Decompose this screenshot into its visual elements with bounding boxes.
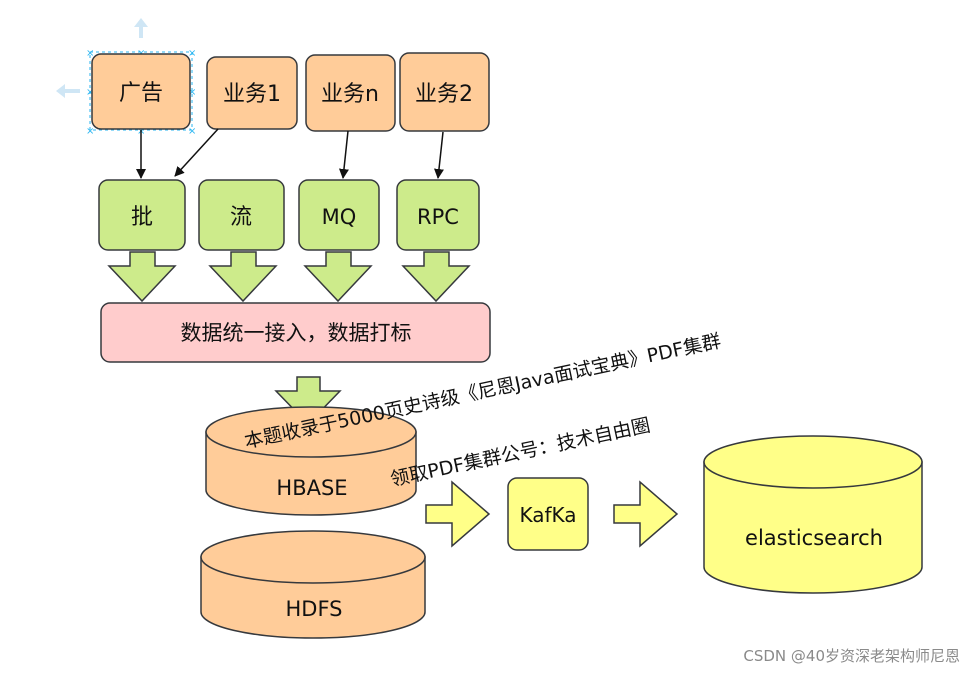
- edge-bizn-mq[interactable]: [338, 130, 349, 179]
- svg-text:×: ×: [86, 126, 94, 137]
- elasticsearch-label: elasticsearch: [745, 526, 883, 550]
- source-bizn-label: 业务n: [321, 82, 379, 107]
- hdfs-cylinder[interactable]: HDFS: [200, 530, 426, 639]
- right-arrow-kafka-icon: [425, 480, 491, 548]
- channel-mq-label: MQ: [322, 205, 357, 229]
- edge-biz1-batch[interactable]: [174, 128, 219, 177]
- edge-biz2-rpc[interactable]: [434, 131, 444, 179]
- channel-batch-label: 批: [131, 205, 153, 230]
- down-arrow-rpc-icon: [401, 251, 471, 303]
- down-arrow-stream-icon: [208, 251, 278, 303]
- svg-text:×: ×: [188, 48, 196, 59]
- source-biz1-label: 业务1: [223, 82, 281, 107]
- right-arrow-es-icon: [613, 480, 679, 548]
- source-biz2[interactable]: 业务2: [399, 52, 490, 132]
- connect-arrow-left-icon[interactable]: [56, 84, 80, 98]
- channel-stream-label: 流: [230, 205, 252, 230]
- source-biz1[interactable]: 业务1: [206, 56, 298, 130]
- down-arrow-mq-icon: [303, 251, 373, 303]
- kafka-box[interactable]: KafKa: [507, 477, 589, 551]
- down-arrow-batch-icon: [107, 251, 177, 303]
- channel-mq[interactable]: MQ: [298, 179, 380, 251]
- source-bizn[interactable]: 业务n: [305, 54, 396, 132]
- svg-text:×: ×: [188, 126, 196, 137]
- source-ad[interactable]: 广告: [91, 53, 191, 130]
- elasticsearch-cylinder[interactable]: elasticsearch: [703, 435, 923, 594]
- csdn-credit: CSDN @40岁资深老架构师尼恩: [743, 647, 960, 665]
- source-biz2-label: 业务2: [415, 82, 473, 107]
- ingest-label: 数据统一接入，数据打标: [181, 321, 412, 345]
- source-ad-label: 广告: [119, 81, 163, 106]
- kafka-label: KafKa: [519, 503, 576, 527]
- hbase-label: HBASE: [276, 476, 347, 500]
- svg-text:×: ×: [188, 87, 196, 98]
- svg-text:×: ×: [86, 48, 94, 59]
- ingest-box[interactable]: 数据统一接入，数据打标: [100, 302, 491, 363]
- hdfs-label: HDFS: [285, 597, 342, 621]
- svg-text:×: ×: [86, 87, 94, 98]
- channel-rpc-label: RPC: [417, 205, 459, 229]
- channel-batch[interactable]: 批: [98, 179, 186, 251]
- channel-rpc[interactable]: RPC: [396, 179, 480, 251]
- channel-stream[interactable]: 流: [198, 179, 285, 251]
- connect-arrow-up-icon[interactable]: [134, 18, 148, 38]
- hbase-cylinder[interactable]: HBASE: [205, 406, 417, 516]
